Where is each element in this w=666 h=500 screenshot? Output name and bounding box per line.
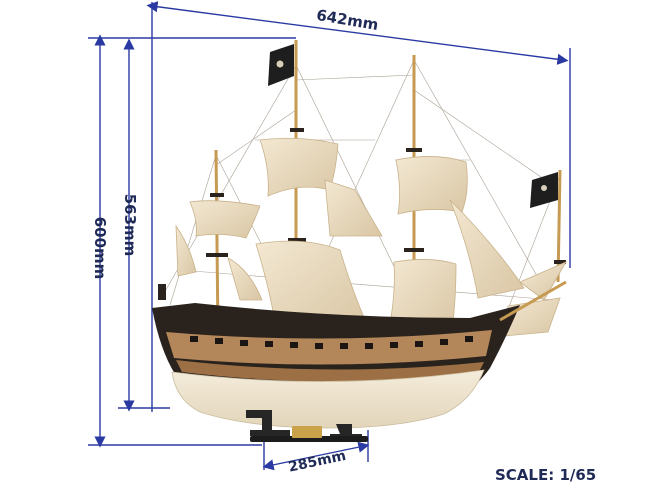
scale-label: SCALE: 1/65 — [495, 466, 597, 484]
hull — [152, 280, 567, 429]
masts — [214, 40, 562, 345]
name-plaque — [292, 426, 322, 438]
mast-height-dimension-label: 563mm — [121, 193, 139, 257]
dimension-lines — [88, 1, 571, 471]
flags — [268, 44, 558, 208]
total-height-dimension-label: 600mm — [91, 216, 109, 280]
display-stand — [246, 410, 368, 442]
sails — [175, 137, 567, 337]
